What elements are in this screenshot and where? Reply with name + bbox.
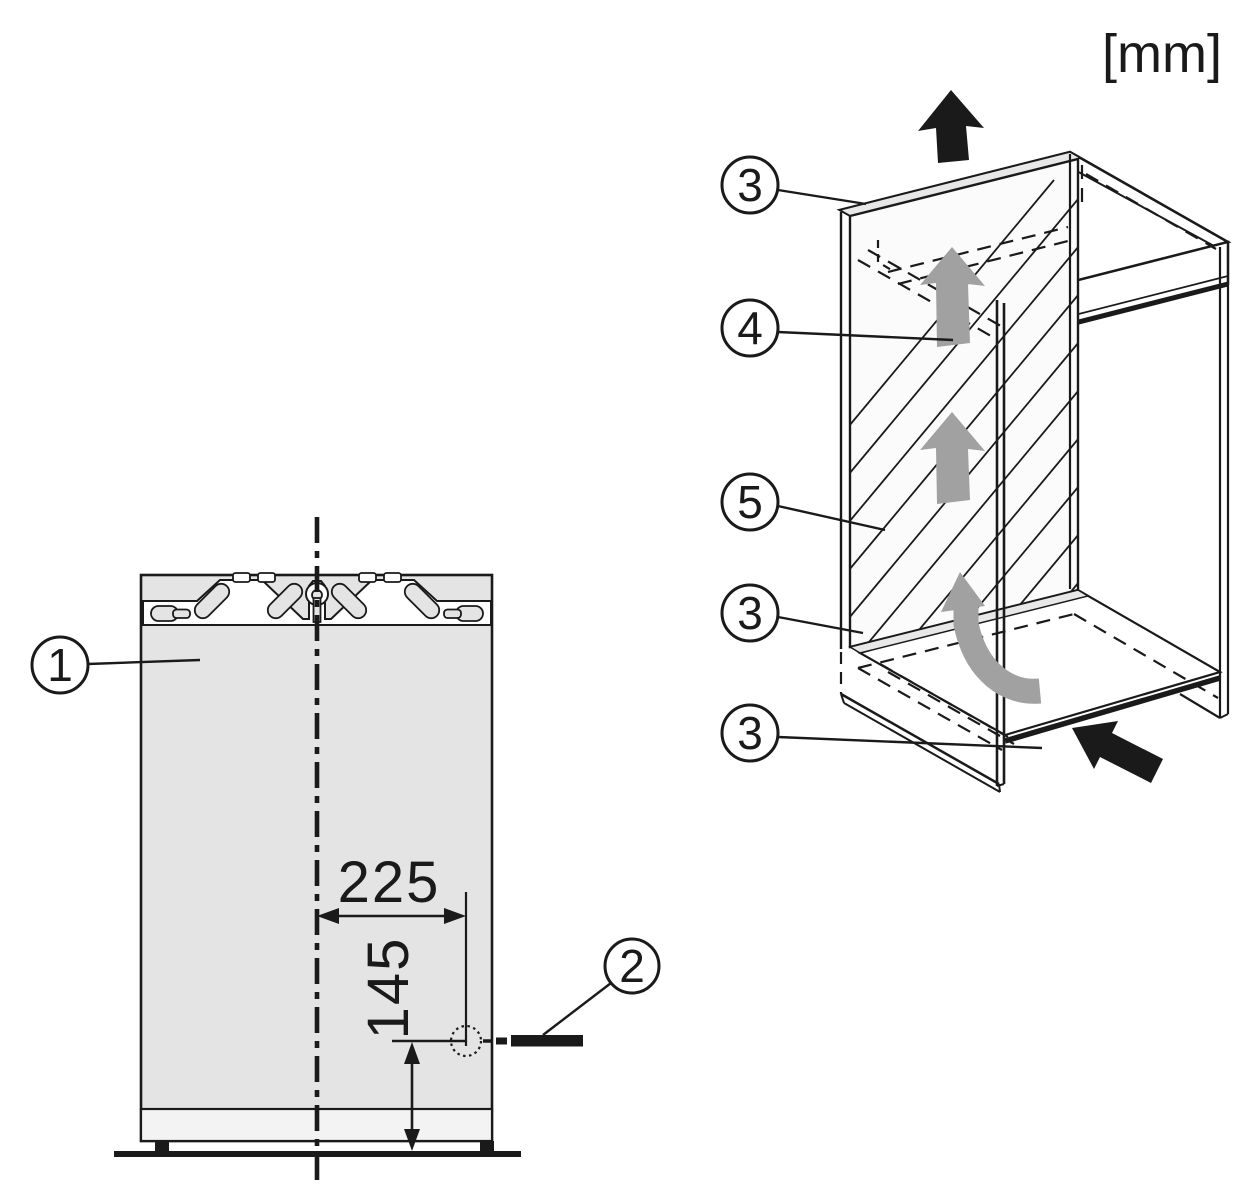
leader-line xyxy=(777,188,867,206)
fastener-axis xyxy=(483,1035,583,1047)
callout-5: 5 xyxy=(720,472,886,532)
airflow-curved-arrow-head xyxy=(941,572,985,612)
fastener-bar xyxy=(511,1035,583,1047)
dimension-225: 225 xyxy=(317,850,468,1046)
drill-hole-marker xyxy=(449,1024,483,1058)
callout-3-top: 3 xyxy=(720,155,867,215)
vent-dash xyxy=(383,572,402,583)
keyhole-slot-right xyxy=(443,605,484,622)
callout-circle xyxy=(30,635,90,695)
push-in-arrow-icon xyxy=(1072,721,1163,783)
callout-4: 4 xyxy=(720,298,954,358)
side-panel-diagram: 225 145 1 xyxy=(30,517,661,1183)
callout-3-mid-label: 3 xyxy=(737,587,763,639)
airflow-curved-arrow-icon xyxy=(953,604,1042,704)
back-right-post xyxy=(1179,242,1230,719)
callout-4-label: 4 xyxy=(737,302,763,354)
callout-3-bottom: 3 xyxy=(720,703,1043,763)
right-foot xyxy=(480,1141,494,1152)
callout-circle xyxy=(720,298,780,358)
vent-dash xyxy=(358,572,377,583)
leader-line xyxy=(87,658,201,666)
leader-line xyxy=(777,504,886,532)
callout-3-mid: 3 xyxy=(720,583,864,643)
airflow-up-arrow-icon xyxy=(920,247,985,347)
callout-circle xyxy=(720,155,780,215)
niche-diagram: [mm] xyxy=(720,24,1232,793)
callout-3-top-label: 3 xyxy=(737,159,763,211)
callout-circle xyxy=(720,472,780,532)
leader-line xyxy=(542,982,612,1036)
leader-line xyxy=(777,615,864,635)
callout-5-label: 5 xyxy=(737,476,763,528)
leader-line xyxy=(777,735,1043,750)
left-foot xyxy=(155,1141,169,1152)
unit-label: [mm] xyxy=(1102,24,1222,84)
top-edge-strip xyxy=(838,151,1083,217)
callout-circle xyxy=(720,583,780,643)
callout-circle xyxy=(720,703,780,763)
airflow-up-arrow-icon xyxy=(920,412,985,504)
callout-3-bottom-label: 3 xyxy=(737,707,763,759)
callout-circle xyxy=(603,937,661,995)
callout-1-label: 1 xyxy=(47,639,73,691)
callout-2-label: 2 xyxy=(619,940,645,992)
leader-line xyxy=(777,330,954,342)
diagonal-slot xyxy=(193,582,231,620)
keyhole-slot-left xyxy=(150,605,191,622)
callout-1: 1 xyxy=(30,635,201,695)
dim-145-label: 145 xyxy=(356,937,421,1040)
bottom-panel xyxy=(839,652,1001,793)
diagonal-slot xyxy=(266,582,304,620)
floor-front-rail xyxy=(1004,675,1221,744)
vent-dash xyxy=(232,572,251,583)
dimension-145: 145 xyxy=(356,937,466,1151)
airflow-arrows xyxy=(920,247,1042,704)
diagonal-slot xyxy=(403,582,441,620)
up-arrow-icon xyxy=(918,90,984,163)
dim-225-label: 225 xyxy=(338,850,441,915)
callout-2: 2 xyxy=(542,937,661,1036)
vent-dash xyxy=(257,572,276,583)
front-right-edge xyxy=(995,300,1006,787)
